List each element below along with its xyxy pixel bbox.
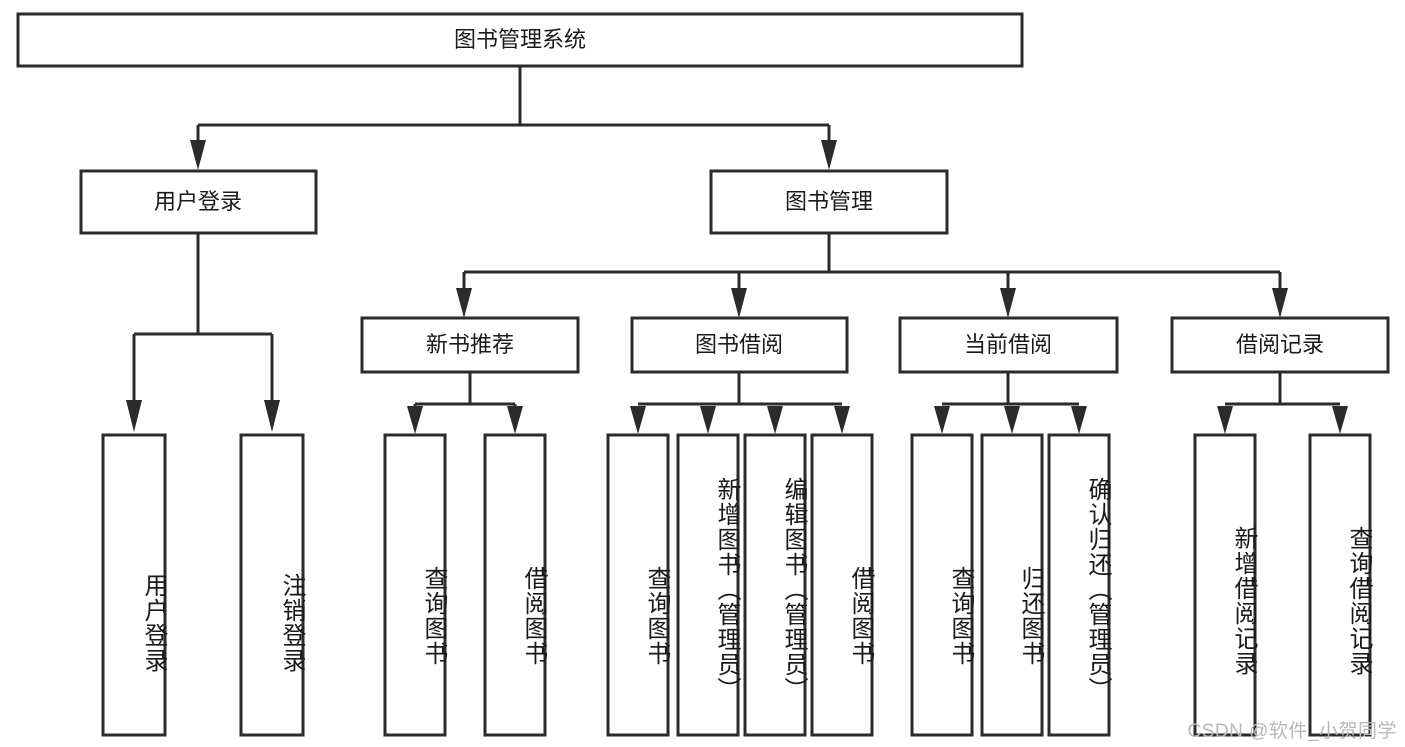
watermark-text: CSDN @软件_小贺同学 [1187,721,1397,742]
node-leaf-query-record-box[interactable] [1308,433,1372,737]
node-borrow-record[interactable]: 借阅记录 [1170,316,1390,374]
node-user-login-box[interactable] [79,169,318,235]
arrowhead-book-borrow [731,288,747,318]
node-borrow-record-label: 借阅记录 [1236,332,1324,357]
node-root[interactable]: 图书管理系统 [16,12,1024,68]
node-current-borrow-label: 当前借阅 [964,332,1052,357]
edges-layer [126,66,1348,434]
node-user-login[interactable]: 用户登录 [79,169,318,235]
node-leaf-confirm-return-box[interactable] [1047,433,1111,737]
node-leaf-query-book-2-box[interactable] [606,433,670,737]
arrowhead-user-login [190,140,206,170]
node-book-management-label: 图书管理 [785,189,873,214]
node-new-book-recommend[interactable]: 新书推荐 [360,316,580,374]
node-leaf-add-record-box[interactable] [1193,433,1257,737]
node-leaf-user-login-box[interactable] [101,433,167,737]
arrowhead-leaf-query-book-2 [630,406,646,434]
arrowhead-leaf-add-record [1217,406,1233,434]
node-leaf-borrow-book-2-box[interactable] [810,433,874,737]
node-new-book-recommend-box[interactable] [360,316,580,374]
node-leaf-add-book-box[interactable] [676,433,740,737]
arrowhead-book-management [821,140,837,170]
node-root-box[interactable] [16,12,1024,68]
node-book-borrow-label: 图书借阅 [695,332,783,357]
arrowhead-new-book-recommend [456,288,472,318]
arrowhead-leaf-logout-login [264,400,280,432]
node-user-login-label: 用户登录 [154,189,242,214]
arrowhead-leaf-query-book-1 [407,406,423,434]
node-root-label: 图书管理系统 [454,27,586,52]
node-current-borrow[interactable]: 当前借阅 [898,316,1119,374]
arrowhead-current-borrow [1000,288,1016,318]
arrowhead-leaf-user-login [126,400,142,432]
arrowhead-leaf-add-book [700,406,716,434]
node-book-management[interactable]: 图书管理 [709,169,949,235]
arrowhead-leaf-query-record [1332,406,1348,434]
arrowhead-borrow-record [1272,288,1288,318]
node-leaf-query-book-1-box[interactable] [383,433,447,737]
arrowhead-leaf-borrow-book-1 [507,406,523,434]
leaf-boxes-layer [101,433,1372,737]
arrowhead-leaf-return-book [1004,406,1020,434]
node-current-borrow-box[interactable] [898,316,1119,374]
node-book-management-box[interactable] [709,169,949,235]
node-book-borrow[interactable]: 图书借阅 [630,316,849,374]
node-borrow-record-box[interactable] [1170,316,1390,374]
node-leaf-return-book-box[interactable] [980,433,1044,737]
arrowhead-leaf-confirm-return [1071,406,1087,434]
arrowhead-leaf-edit-book [767,406,783,434]
node-leaf-edit-book-box[interactable] [743,433,807,737]
node-book-borrow-box[interactable] [630,316,849,374]
node-leaf-logout-login-box[interactable] [239,433,305,737]
node-leaf-borrow-book-1-box[interactable] [483,433,547,737]
node-new-book-recommend-label: 新书推荐 [426,332,514,357]
arrowhead-leaf-query-book-3 [934,406,950,434]
node-leaf-query-book-3-box[interactable] [910,433,974,737]
arrowhead-leaf-borrow-book-2 [834,406,850,434]
